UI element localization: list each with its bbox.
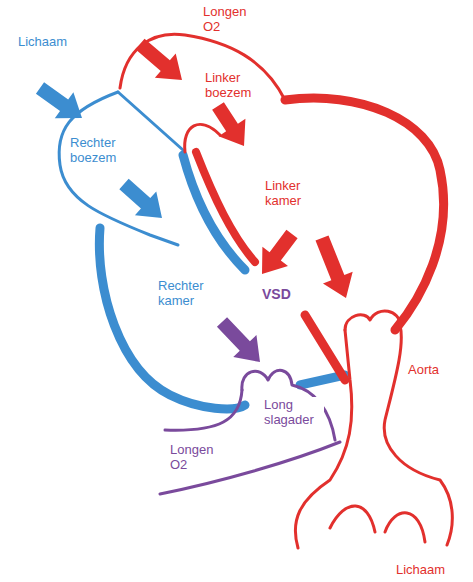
vena-cava-wall [118,92,183,150]
part-label: Linker boezem [205,70,257,100]
mitral-valve [185,124,220,152]
part-label: Longen O2 [203,4,255,34]
part-label: VSD [262,287,291,302]
flow-arrow [262,230,298,274]
flow-arrow [212,102,245,146]
flow-arrow [119,179,162,218]
aorta-wall [345,311,452,545]
septum-left [196,152,255,262]
flow-arrow [135,39,182,80]
part-label: Aorta [408,362,439,377]
part-label: Rechter kamer [158,278,210,308]
pulmonary-artery-wall [160,442,340,494]
aorta-branch [330,506,375,532]
part-label: Lichaam [18,34,67,49]
flow-arrow [36,82,82,118]
pulmonary-artery-wall [242,370,335,440]
left-ventricle-floor [305,315,345,380]
flow-arrow [316,235,353,298]
part-label: Lichaam [396,562,445,577]
right-ventricle-wall [99,228,245,409]
left-ventricle-wall [285,98,444,330]
septum-right [183,155,245,270]
aorta-branch [385,513,425,542]
part-label: Linker kamer [265,178,315,208]
aorta-wall [295,330,351,548]
part-label: Longen O2 [170,442,222,472]
pulmonary-artery-wall [165,390,242,430]
flow-arrow [217,317,260,362]
part-label: Rechter boezem [70,135,132,165]
part-label: Long slagader [262,397,324,427]
left-atrium-wall [120,34,285,100]
